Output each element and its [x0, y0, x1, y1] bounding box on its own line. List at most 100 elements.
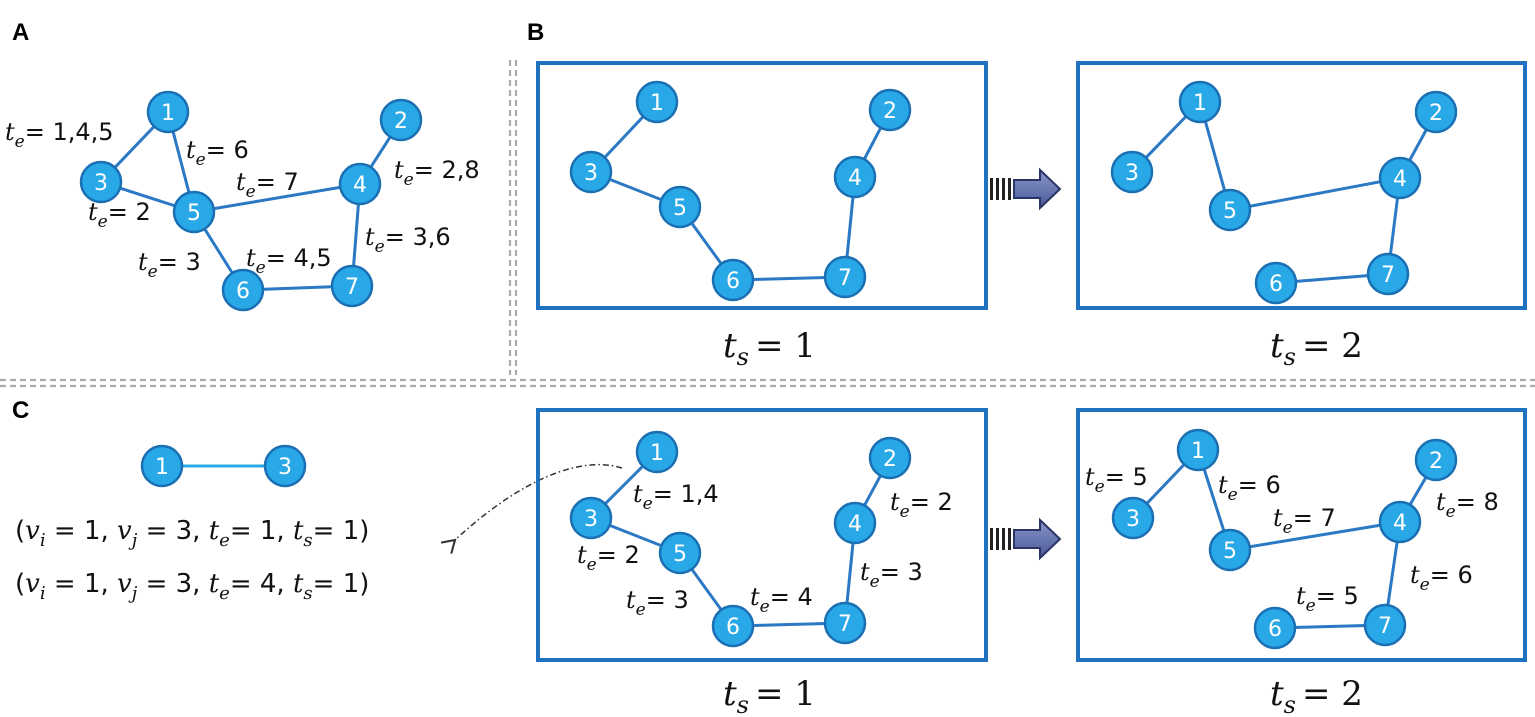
node-label: 3: [1125, 161, 1139, 186]
node-4: 4: [338, 162, 382, 206]
panel-b-left-caption: ts= 1: [723, 326, 816, 371]
node-1: 1: [1176, 428, 1220, 472]
ts-sub: s: [1284, 343, 1296, 371]
node-label: 4: [353, 173, 367, 198]
edge-label-4-7: te= 6: [1410, 561, 1473, 595]
node-4: 4: [833, 155, 877, 199]
node-4: 4: [833, 501, 877, 545]
node-label: 7: [838, 612, 852, 637]
node-1: 1: [140, 444, 184, 488]
panel-b-right-caption: ts= 2: [1270, 326, 1363, 371]
node-7: 7: [823, 255, 867, 299]
node-3: 3: [1110, 150, 1154, 194]
node-label: 6: [726, 615, 740, 640]
node-2: 2: [1414, 438, 1458, 482]
panel-c-left-box: [536, 408, 988, 662]
edge-label-1-3: te= 1,4: [633, 480, 719, 514]
node-2: 2: [1414, 90, 1458, 134]
node-label: 4: [1393, 167, 1407, 192]
node-label: 7: [1381, 263, 1395, 288]
edge-label-3-5: te= 2: [88, 198, 151, 232]
node-label: 3: [94, 171, 108, 196]
te-sub: e: [256, 258, 266, 278]
caption-value: = 1: [755, 326, 816, 366]
panel-b-right-graph: 1 2 3 4 5 6 7: [1110, 80, 1458, 305]
node-label: 3: [584, 161, 598, 186]
edge-value: = 4,5: [266, 244, 332, 272]
panel-c-right-box: [1076, 408, 1527, 662]
node-4: 4: [1378, 500, 1422, 544]
edge-label-6-7: te= 4,5: [246, 244, 332, 278]
node-3: 3: [569, 496, 613, 540]
node-label: 5: [1223, 539, 1237, 564]
node-5: 5: [658, 185, 702, 229]
node-label: 2: [883, 99, 897, 124]
pointer-arrow: [440, 463, 623, 554]
ts-symbol: t: [723, 326, 737, 366]
node-label: 5: [673, 196, 687, 221]
edge-label-1-5: te= 6: [186, 136, 249, 170]
edge-label-1-3: te= 1,4,5: [5, 118, 114, 152]
node-label: 1: [650, 441, 664, 466]
node-7: 7: [823, 601, 867, 645]
node-label: 7: [345, 275, 359, 300]
edge-label-6-7: te= 5: [1296, 582, 1359, 616]
node-label: 2: [883, 447, 897, 472]
edge-5-4: [1229, 520, 1401, 552]
node-3: 3: [79, 160, 123, 204]
edge-value: = 3,6: [385, 223, 451, 251]
te-sub: e: [15, 132, 25, 152]
panel-c-right-graph: 1 2 3 4 5 6 7 te= 5 te= 6 te= 7 te= 8 te…: [1085, 428, 1499, 650]
node-label: 7: [1378, 614, 1392, 639]
node-label: 3: [278, 455, 292, 480]
dividers: [0, 60, 1535, 388]
node-label: 1: [1193, 91, 1207, 116]
te-symbol: t: [394, 156, 404, 184]
panel-a-graph: 1 2 3 4 5 6 7 te= 1,4,5 te= 6 te= 2 te= …: [5, 90, 480, 312]
panel-letter-a: A: [12, 19, 29, 46]
edge-value: = 2,8: [414, 156, 480, 184]
te-sub: e: [196, 150, 206, 170]
node-6: 6: [1254, 261, 1298, 305]
edge-label-5-4: te= 7: [1273, 504, 1336, 538]
edge-label-5-6: te= 3: [138, 248, 201, 282]
node-1: 1: [146, 90, 190, 134]
node-label: 3: [1126, 507, 1140, 532]
te-symbol: t: [88, 198, 98, 226]
node-5: 5: [658, 531, 702, 575]
node-1: 1: [635, 430, 679, 474]
node-1: 1: [1178, 80, 1222, 124]
edge-label-3-5: te= 2: [577, 541, 640, 575]
edge-label-4-7: te= 3,6: [365, 223, 451, 257]
node-label: 1: [155, 455, 169, 480]
panel-c-example-edge: 1 3: [140, 444, 307, 488]
node-label: 6: [1268, 617, 1282, 642]
node-label: 2: [1429, 101, 1443, 126]
edge-value: = 3: [158, 248, 201, 276]
ts-symbol: t: [1270, 326, 1284, 366]
node-label: 6: [236, 279, 250, 304]
edge-tuple-2: (vi = 1, vj = 3, te= 4, ts= 1): [15, 569, 369, 604]
node-6: 6: [1253, 606, 1297, 650]
te-sub: e: [375, 237, 385, 257]
node-label: 1: [161, 101, 175, 126]
te-symbol: t: [5, 118, 15, 146]
node-label: 1: [650, 91, 664, 116]
te-symbol: t: [246, 244, 256, 272]
panel-letter-c: C: [12, 397, 29, 424]
panel-letter-b: B: [527, 19, 544, 46]
edge-label-6-7: te= 4: [750, 583, 813, 617]
panel-b-left-box: [536, 61, 988, 310]
edge-label-5-4: te= 7: [236, 168, 299, 202]
node-label: 2: [394, 109, 408, 134]
node-5: 5: [172, 190, 216, 234]
node-label: 4: [1393, 511, 1407, 536]
node-7: 7: [1366, 252, 1410, 296]
node-5: 5: [1208, 528, 1252, 572]
node-3: 3: [569, 150, 613, 194]
edge-label-5-6: te= 3: [626, 586, 689, 620]
panel-b-left-graph: 1 2 3 4 5 6 7: [569, 80, 912, 302]
node-7: 7: [1363, 603, 1407, 647]
edge-label-4-2: te= 8: [1436, 488, 1499, 522]
